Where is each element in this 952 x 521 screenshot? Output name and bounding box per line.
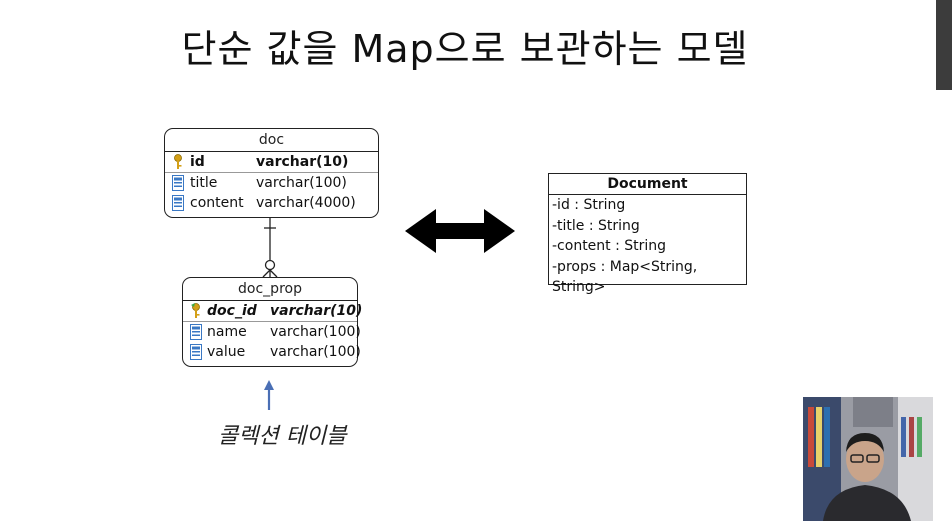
- class-attribute: -props : Map<String, String>: [552, 258, 698, 296]
- presenter-image: [803, 397, 933, 521]
- table-row: title varchar(100): [165, 173, 378, 193]
- column-type: varchar(100): [270, 324, 361, 340]
- column-name: content: [190, 195, 244, 211]
- column-name: id: [190, 154, 205, 170]
- relationship-line: [262, 217, 278, 278]
- bidirectional-arrow: [405, 209, 515, 253]
- key-icon: [174, 154, 182, 169]
- column-icon: [172, 195, 184, 211]
- scrollbar[interactable]: [936, 0, 952, 90]
- column-icon: [190, 324, 202, 340]
- slide-title: 단순 값을 Map으로 보관하는 모델: [181, 27, 749, 71]
- table-row: id varchar(10): [165, 152, 378, 173]
- table-doc: doc id varchar(10) title varchar(100) co…: [164, 128, 379, 218]
- presenter-video: [803, 397, 933, 521]
- table-row: value varchar(100): [183, 342, 361, 362]
- column-type: varchar(4000): [256, 195, 356, 211]
- table-row: doc_id varchar(10): [183, 301, 362, 322]
- class-name: Document: [549, 174, 746, 195]
- column-type: varchar(10): [270, 303, 363, 319]
- key-green-icon: [191, 303, 200, 318]
- collection-table-caption: 콜렉션 테이블: [218, 424, 347, 449]
- column-name: name: [207, 324, 247, 340]
- column-name: title: [190, 175, 218, 191]
- column-name: doc_id: [207, 303, 257, 319]
- table-doc-prop: doc_prop doc_id varchar(10) name varchar…: [182, 277, 362, 367]
- table-name: doc_prop: [183, 278, 357, 301]
- column-name: value: [207, 344, 246, 360]
- class-attribute: -title : String: [552, 217, 640, 234]
- class-document: Document -id : String -title : String -c…: [548, 173, 747, 296]
- table-name: doc: [165, 129, 378, 152]
- column-type: varchar(100): [256, 175, 347, 191]
- class-attribute: -id : String: [552, 197, 626, 213]
- caption-arrow: [264, 380, 274, 410]
- column-icon: [172, 175, 184, 191]
- table-row: content varchar(4000): [165, 193, 378, 213]
- column-type: varchar(10): [256, 154, 349, 170]
- class-attribute: -content : String: [552, 238, 667, 254]
- column-type: varchar(100): [270, 344, 361, 360]
- column-icon: [190, 344, 202, 360]
- table-row: name varchar(100): [183, 322, 361, 342]
